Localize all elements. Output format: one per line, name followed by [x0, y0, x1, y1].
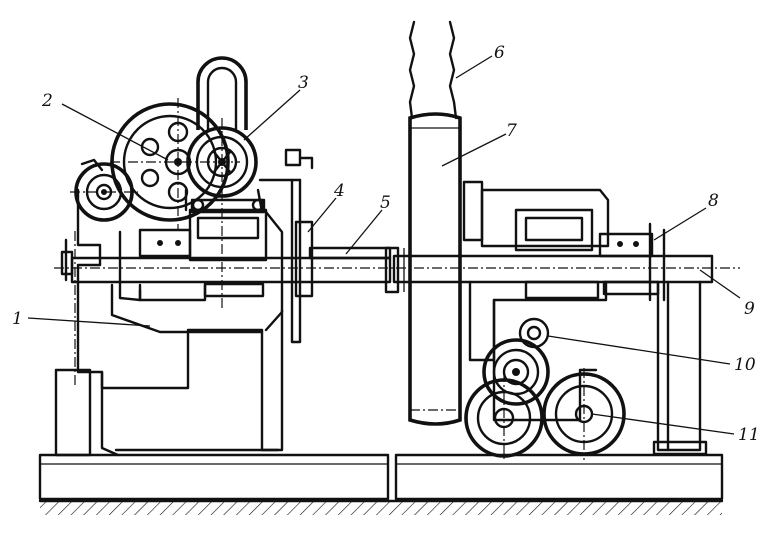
label-4: 4: [333, 181, 345, 201]
callout-labels: 1 2 3 4 5 6 7 8 9 10 11: [12, 43, 760, 445]
leader-lines: [27, 55, 741, 435]
label-11: 11: [738, 425, 760, 445]
worm-gear-3: [184, 56, 264, 310]
label-7: 7: [506, 121, 517, 141]
label-10: 10: [734, 355, 756, 375]
wheel-7: [403, 112, 462, 426]
gear-train-2: [70, 98, 240, 230]
foundation: [38, 453, 724, 515]
label-1: 1: [12, 309, 23, 329]
label-5: 5: [380, 193, 391, 213]
chains-6: [408, 20, 458, 120]
label-8: 8: [708, 191, 719, 211]
headstock-bed: [54, 148, 314, 457]
label-9: 9: [744, 299, 755, 319]
label-6: 6: [494, 43, 505, 63]
main-shaft-5: [54, 246, 740, 294]
drive-rollers-10-11: [464, 298, 626, 460]
label-2: 2: [41, 91, 53, 111]
tailstock-8-9: [462, 180, 708, 456]
label-3: 3: [298, 73, 309, 93]
